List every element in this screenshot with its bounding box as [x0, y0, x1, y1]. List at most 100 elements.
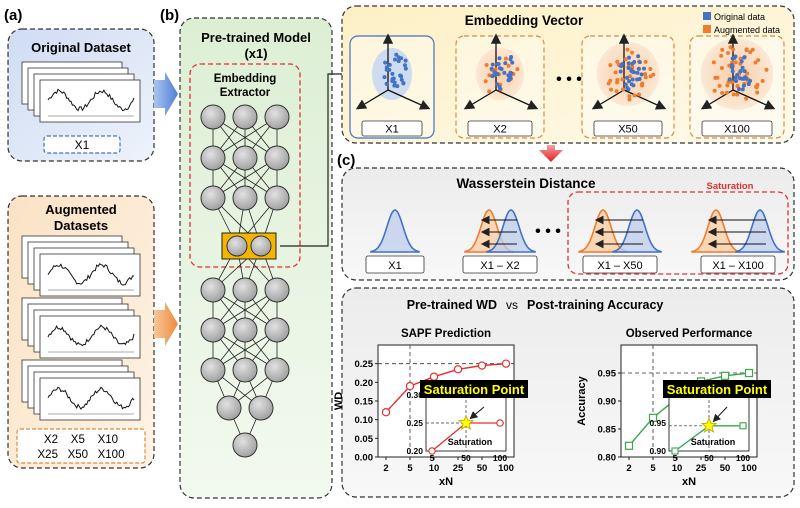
- axis-y: [732, 89, 776, 110]
- augmented-point: [651, 72, 656, 77]
- original-point: [746, 82, 751, 87]
- original-point: [625, 86, 630, 91]
- inset-y-tick-label: 0.90: [649, 446, 666, 456]
- augmented-point: [615, 59, 620, 64]
- inset-point: [428, 447, 436, 455]
- network-node: [264, 277, 290, 303]
- saturation-label: Saturation: [707, 181, 754, 192]
- augmented-point: [620, 87, 625, 92]
- inset-x-tick-label: 50: [461, 453, 471, 463]
- augmented-point: [625, 47, 630, 52]
- inset-point: [739, 422, 747, 430]
- original-point: [392, 57, 397, 62]
- augmented-labels-row2: X25 X50 X100: [38, 449, 125, 461]
- embedding-label: X100: [724, 124, 750, 136]
- augmented-point: [623, 57, 628, 62]
- original-point: [402, 63, 407, 68]
- network-edge: [212, 157, 278, 199]
- augmented-point: [733, 60, 738, 65]
- original-x1-label: X1: [75, 138, 90, 152]
- inset-x-tick-label: 100: [493, 453, 507, 463]
- augmented-point: [744, 47, 749, 52]
- dataset-plot-sheet: [39, 315, 141, 359]
- original-point: [630, 61, 635, 66]
- wasserstein-label: X1 – X50: [597, 260, 642, 272]
- x-tick-label: 10: [672, 463, 683, 474]
- original-point: [508, 57, 513, 62]
- axis-x: [463, 89, 497, 110]
- augmented-point: [720, 90, 725, 95]
- saturation-point-callout-box: [663, 380, 771, 398]
- panel-label-a: (a): [4, 7, 22, 24]
- neural-network: [200, 104, 290, 458]
- original-point: [739, 59, 744, 64]
- x-tick-label: 2: [383, 463, 388, 474]
- original-point: [490, 74, 495, 79]
- data-point: [648, 413, 658, 422]
- augmented-plot-stack-3: [21, 359, 141, 421]
- augmented-point: [608, 63, 613, 68]
- augmented-point: [503, 56, 508, 61]
- wasserstein-label-box: [462, 255, 538, 274]
- network-node: [200, 277, 226, 303]
- augmented-point: [632, 93, 637, 98]
- augmented-point: [627, 97, 632, 102]
- original-point: [399, 77, 404, 82]
- original-point: [495, 82, 500, 87]
- x-tick-label: 5: [650, 463, 656, 474]
- original-point: [740, 65, 745, 70]
- original-x1-box: [43, 135, 121, 154]
- y-tick-label: 0.80: [598, 453, 617, 464]
- wasserstein-label: X1 – X2: [480, 260, 519, 272]
- x-tick-label: 2: [626, 463, 631, 474]
- original-point: [642, 66, 647, 71]
- original-point: [385, 82, 390, 87]
- x-axis-label: xN: [682, 476, 696, 488]
- y-tick-label: 0.95: [598, 369, 617, 380]
- original-point: [635, 77, 640, 82]
- augmented-title-line1: Augmented: [45, 202, 117, 217]
- embedding-label-box: [593, 120, 663, 137]
- augmented-point: [643, 75, 648, 80]
- inset-x-tick-label: 50: [704, 453, 714, 463]
- wasserstein-label-box: [365, 255, 425, 274]
- network-node: [216, 395, 242, 421]
- legend-original-label: Original data: [714, 12, 765, 22]
- network-node: [200, 185, 226, 211]
- network-node: [264, 104, 290, 130]
- original-point: [495, 71, 500, 76]
- augmented-point: [735, 92, 740, 97]
- augmented-point: [648, 67, 653, 72]
- x-tick-label: 50: [720, 463, 731, 474]
- original-point: [399, 56, 404, 61]
- orange-arrow-to-model: [154, 302, 178, 346]
- original-point: [384, 67, 389, 72]
- x-tick-label: 25: [453, 463, 464, 474]
- original-point: [629, 82, 634, 87]
- original-point: [738, 69, 743, 74]
- original-point: [398, 73, 403, 78]
- chart-title: Observed Performance: [626, 328, 753, 340]
- augmented-title-line2: Datasets: [54, 218, 108, 233]
- original-point: [626, 61, 631, 66]
- wasserstein-title: Wasserstein Distance: [456, 176, 596, 191]
- original-point: [506, 73, 511, 78]
- extractor-title-line2: Extractor: [220, 87, 271, 99]
- original-point: [626, 66, 631, 71]
- inset-y-tick-label: 0.25: [406, 418, 423, 428]
- original-point: [490, 62, 495, 67]
- original-point: [394, 52, 399, 57]
- original-point: [387, 62, 392, 67]
- network-node: [232, 432, 258, 458]
- embedding-vector-title: Embedding Vector: [465, 13, 584, 28]
- augmented-point: [487, 89, 492, 94]
- axis-x: [355, 89, 389, 110]
- original-point: [396, 59, 401, 64]
- augmented-point: [753, 60, 758, 65]
- augmented-point: [750, 47, 755, 52]
- embedding-label: X1: [385, 124, 398, 136]
- augmented-point: [744, 96, 749, 101]
- embedding-extractor-box: [189, 63, 301, 268]
